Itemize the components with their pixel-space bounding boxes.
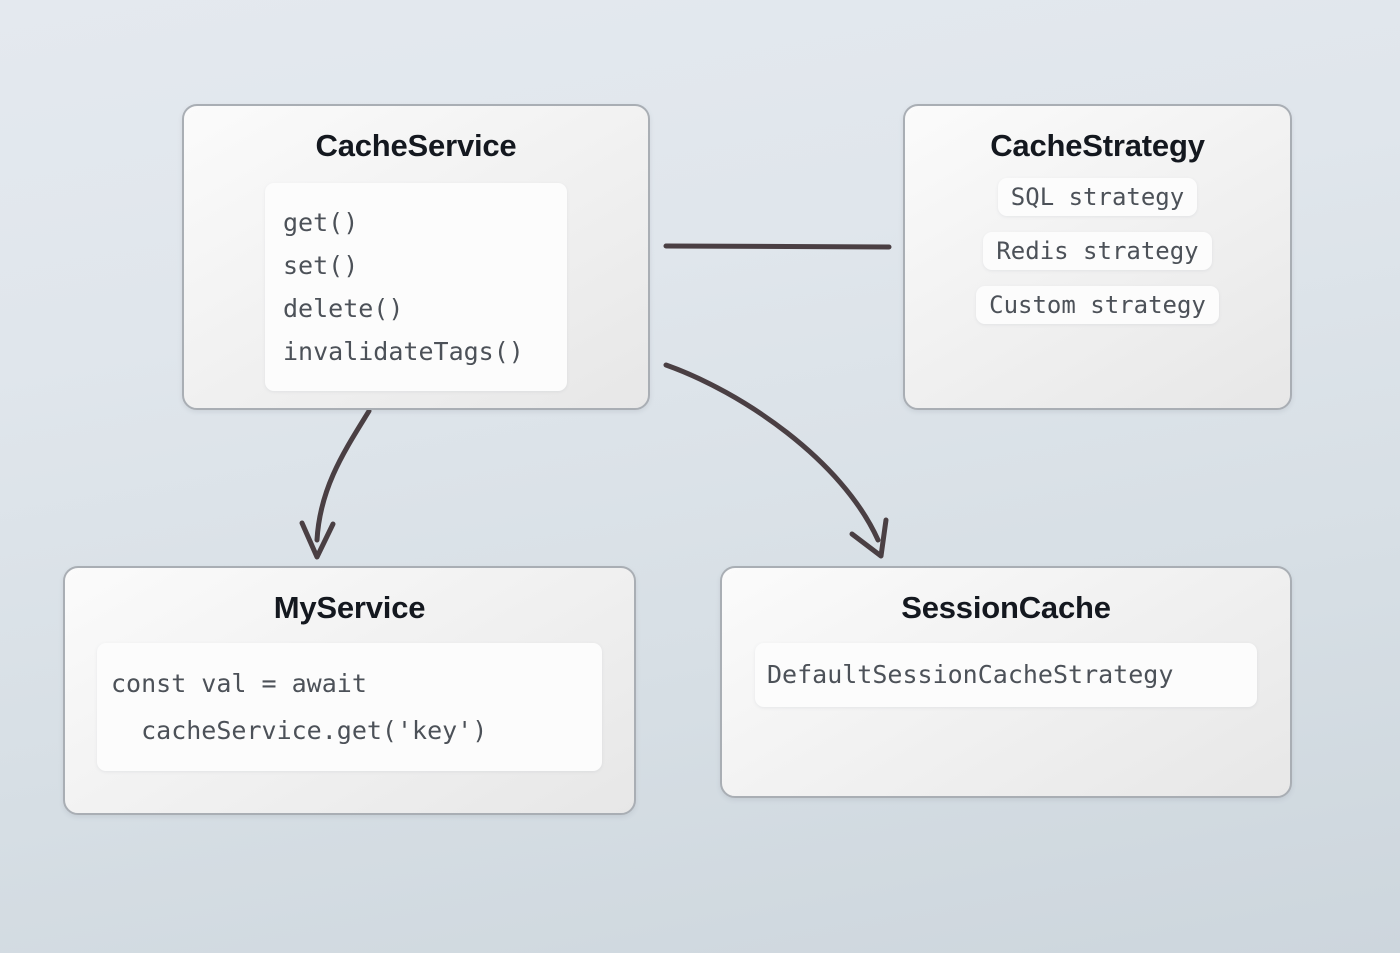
strategy-pill-redis: Redis strategy — [983, 232, 1212, 270]
node-myservice-code: const val = await cacheService.get('key'… — [97, 643, 602, 771]
node-cacheservice[interactable]: CacheService get() set() delete() invali… — [182, 104, 650, 410]
strategy-pill-sql: SQL strategy — [997, 178, 1198, 216]
node-sessioncache-title: SessionCache — [901, 590, 1111, 625]
edge-cacheservice-cachestrategy — [663, 243, 892, 250]
code-line-1: const val = await — [111, 669, 367, 698]
method-invalidatetags: invalidateTags() — [283, 337, 524, 366]
strategy-pill-custom: Custom strategy — [976, 286, 1219, 324]
node-myservice-title: MyService — [273, 590, 426, 625]
node-sessioncache-code: DefaultSessionCacheStrategy — [755, 643, 1257, 707]
method-delete: delete() — [283, 294, 404, 323]
node-cachestrategy[interactable]: CacheStrategy SQL strategy Redis strateg… — [903, 104, 1292, 410]
node-sessioncache[interactable]: SessionCache DefaultSessionCacheStrategy — [720, 566, 1292, 798]
strategy-pill-list: SQL strategy Redis strategy Custom strat… — [905, 178, 1290, 324]
edge-cacheservice-sessioncache — [663, 362, 881, 543]
edge-cacheservice-myservice — [314, 408, 372, 543]
method-set: set() — [283, 251, 359, 280]
node-cachestrategy-title: CacheStrategy — [990, 128, 1205, 163]
code-line-2: cacheService.get('key') — [111, 716, 488, 745]
arrowhead-myservice — [299, 520, 336, 560]
node-myservice[interactable]: MyService const val = await cacheService… — [63, 566, 636, 815]
node-cacheservice-title: CacheService — [315, 128, 517, 163]
default-session-cache-strategy: DefaultSessionCacheStrategy — [767, 660, 1174, 689]
node-cacheservice-methods: get() set() delete() invalidateTags() — [265, 183, 567, 391]
method-get: get() — [283, 208, 359, 237]
arrowhead-sessioncache — [849, 517, 889, 559]
